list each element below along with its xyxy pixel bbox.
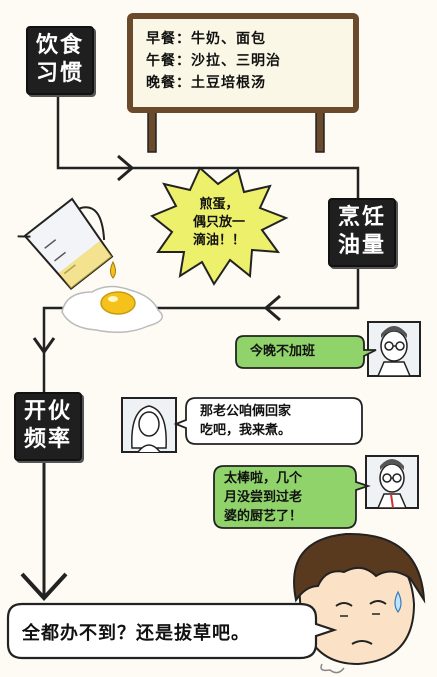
diet-tag-line-2: 习惯 [35,60,84,86]
burst-text: 煎蛋， 偶只放一 滴油！！ [174,196,264,250]
flow-arrow-right-1 [117,154,135,182]
overtime-speech-bubble [235,335,377,369]
oil-tag-line-1: 烹饪 [337,204,386,230]
exclaim-burst [150,166,289,286]
invite-line-1: 那老公咱俩回家 [200,404,292,419]
burst-line-1: 煎蛋， [199,197,239,212]
overtime-line-1: 今晚不加班 [250,344,316,359]
burst-line-2: 偶只放一 [192,215,245,230]
oil-tag-line-2: 油量 [337,232,386,258]
final-speech-bubble [6,602,338,660]
overtime-bubble-text: 今晚不加班 [250,342,315,361]
invite-bubble-text: 那老公咱俩回家 吃吧，我来煮。 [200,402,291,440]
final-caption: 全都办不到？还是拔草吧。 [22,623,250,644]
flow-arrow-down-2 [20,572,68,601]
reply-speech-bubble [213,465,371,529]
cooking-tag-line-1: 开伙 [23,398,72,424]
husband-avatar [367,321,421,377]
breakfast-line: 早餐：牛奶、面包 [146,31,266,47]
diet-habit-tag: 饮食 习惯 [26,26,94,95]
menu-board [127,13,359,153]
sweating-face-icon [293,532,426,674]
cooking-tag-line-2: 频率 [23,426,72,452]
flow-line-top [56,88,360,198]
reply-bubble-text: 太棒啦，几个 月没尝到过老 婆的厨艺了！ [224,469,302,526]
fried-egg-icon [61,285,163,333]
measuring-jug-icon [17,197,114,290]
invite-line-2: 吃吧，我来煮。 [200,423,292,438]
board-frame [127,13,359,113]
cooking-frequency-tag: 开伙 频率 [14,392,82,461]
wife-avatar [121,397,177,453]
burst-line-3: 滴油！！ [192,233,245,248]
menu-board-text: 早餐：牛奶、面包 午餐：沙拉、三明治 晚餐：土豆培根汤 [146,28,281,94]
reply-line-3: 婆的厨艺了！ [224,509,303,524]
flow-arrow-left [263,294,281,322]
invite-speech-bubble [173,397,363,445]
oil-drop-icon [110,260,116,279]
oil-amount-tag: 烹饪 油量 [328,198,396,267]
husband-avatar-reply [365,455,419,509]
dinner-line: 晚餐：土豆培根汤 [146,75,266,91]
lunch-line: 午餐：沙拉、三明治 [146,53,281,69]
flow-arrow-down-1 [32,337,56,355]
diet-tag-line-1: 饮食 [35,32,84,58]
reply-line-2: 月没尝到过老 [224,490,303,505]
reply-line-1: 太棒啦，几个 [224,471,303,486]
